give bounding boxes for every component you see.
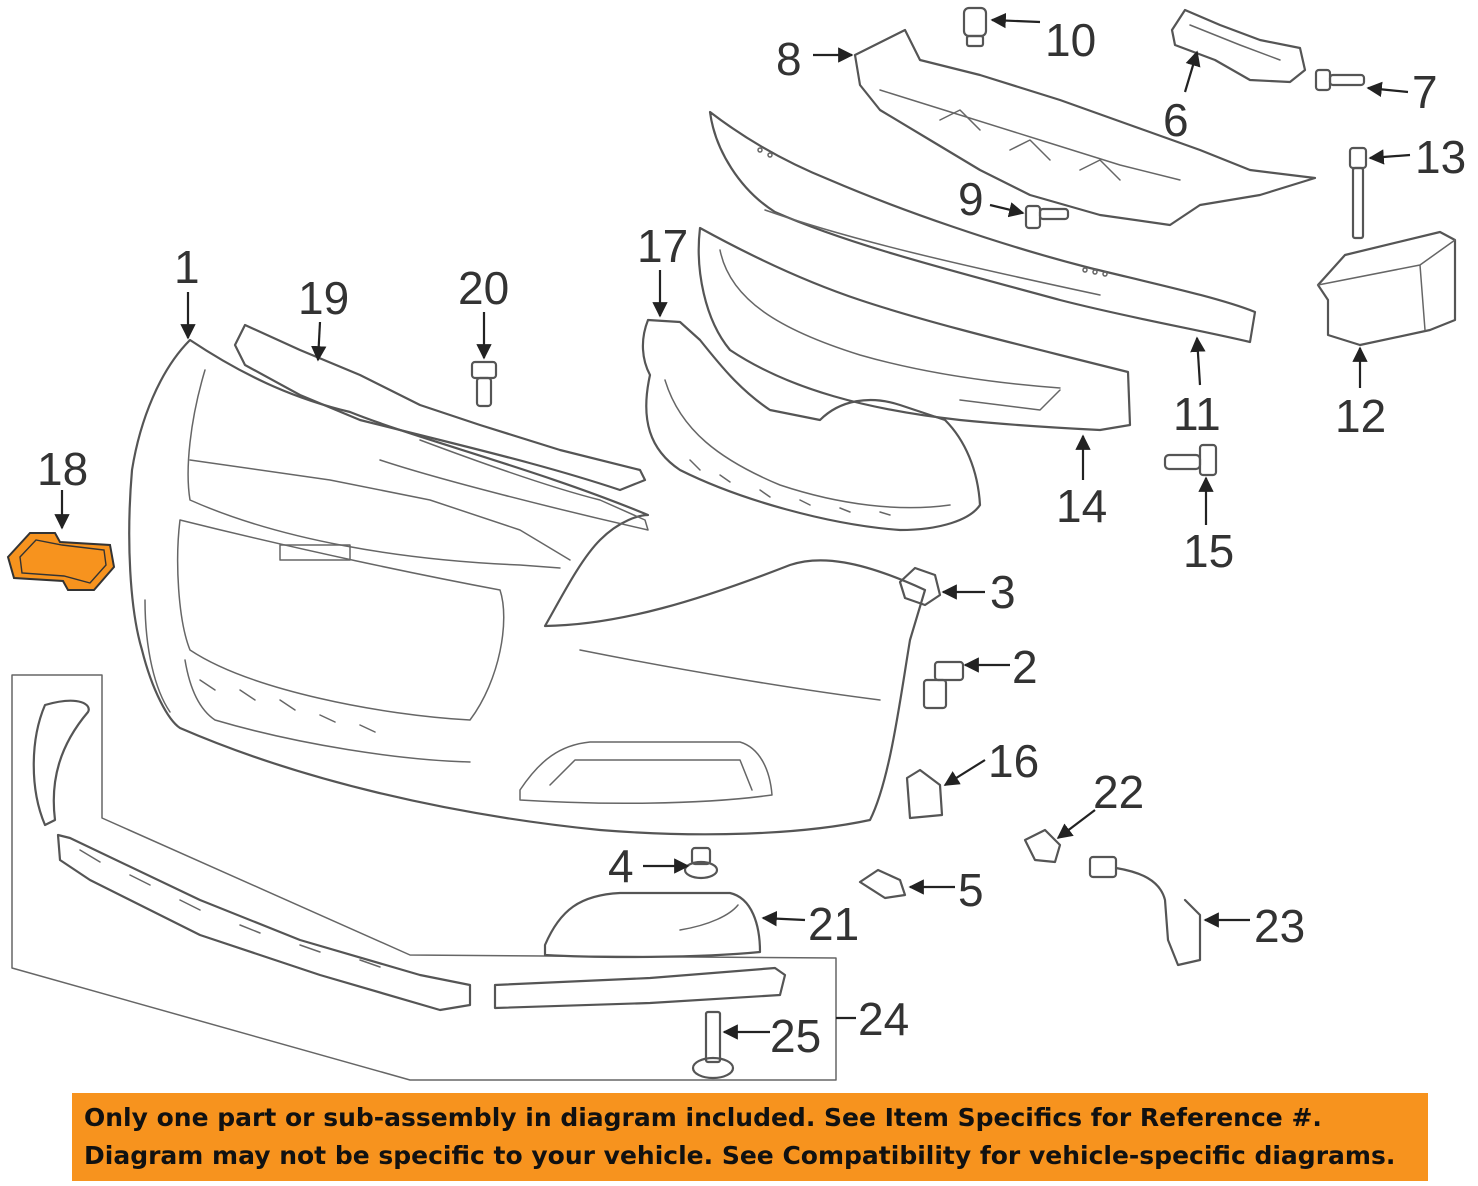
callout-13: 13 (1415, 131, 1466, 183)
callout-24: 24 (858, 993, 909, 1045)
callout-6: 6 (1163, 94, 1189, 146)
callout-20: 20 (458, 262, 509, 314)
bolt-9 (1024, 204, 1070, 230)
callout-25: 25 (770, 1010, 821, 1062)
callout-4: 4 (608, 840, 634, 892)
bumper-fascia (128, 338, 927, 836)
push-pin (470, 360, 498, 408)
side-bracket (1170, 8, 1307, 84)
disclaimer-banner: Only one part or sub-assembly in diagram… (72, 1093, 1428, 1181)
lower-deflector-left (32, 699, 90, 827)
callout-14: 14 (1056, 480, 1107, 532)
bolt-7 (1314, 68, 1366, 92)
clip-nut-3 (898, 566, 942, 607)
callout-5: 5 (958, 864, 984, 916)
callout-10: 10 (1045, 14, 1096, 66)
callout-17: 17 (637, 220, 688, 272)
callout-19: 19 (298, 272, 349, 324)
callout-8: 8 (776, 33, 802, 85)
lower-trim-assembly-frame (11, 674, 837, 1081)
energy-absorber (697, 226, 1132, 432)
callout-2: 2 (1012, 641, 1038, 693)
clip-nut-5 (858, 868, 907, 900)
lower-deflector (56, 833, 472, 1012)
wiring-harness (1088, 855, 1202, 967)
callout-1: 1 (174, 241, 200, 293)
upper-grille-bracket (233, 323, 647, 492)
callout-9: 9 (958, 173, 984, 225)
bolt-25 (691, 1010, 735, 1080)
callout-21: 21 (808, 898, 859, 950)
disclaimer-line-1: Only one part or sub-assembly in diagram… (84, 1103, 1322, 1132)
callout-23: 23 (1254, 900, 1305, 952)
retainer-clip-10 (962, 6, 988, 48)
callout-11: 11 (1173, 388, 1221, 440)
callout-22: 22 (1093, 766, 1144, 818)
bowtie-emblem (6, 532, 116, 591)
bolt-13 (1348, 146, 1368, 240)
bolt-15 (1163, 443, 1218, 477)
bolt-2 (922, 660, 965, 710)
impact-bar (708, 110, 1257, 344)
upper-tie-bar (853, 28, 1317, 227)
cap-16 (905, 768, 944, 820)
grille-frame (641, 318, 982, 532)
bracket-12 (1316, 230, 1457, 347)
callout-12: 12 (1335, 390, 1386, 442)
callout-18: 18 (37, 443, 88, 495)
fog-lamp-bezel (543, 891, 762, 959)
callout-16: 16 (988, 735, 1039, 787)
connector-22 (1023, 828, 1062, 864)
callout-15: 15 (1183, 525, 1234, 577)
disclaimer-line-2: Diagram may not be specific to your vehi… (84, 1141, 1396, 1170)
lower-trim-strip (493, 966, 787, 1010)
callout-3: 3 (990, 566, 1016, 618)
nut-4 (683, 846, 719, 880)
leader-arrows (54, 12, 1411, 1040)
bowtie-emblem-outline (19, 539, 107, 584)
callout-7: 7 (1412, 66, 1438, 118)
